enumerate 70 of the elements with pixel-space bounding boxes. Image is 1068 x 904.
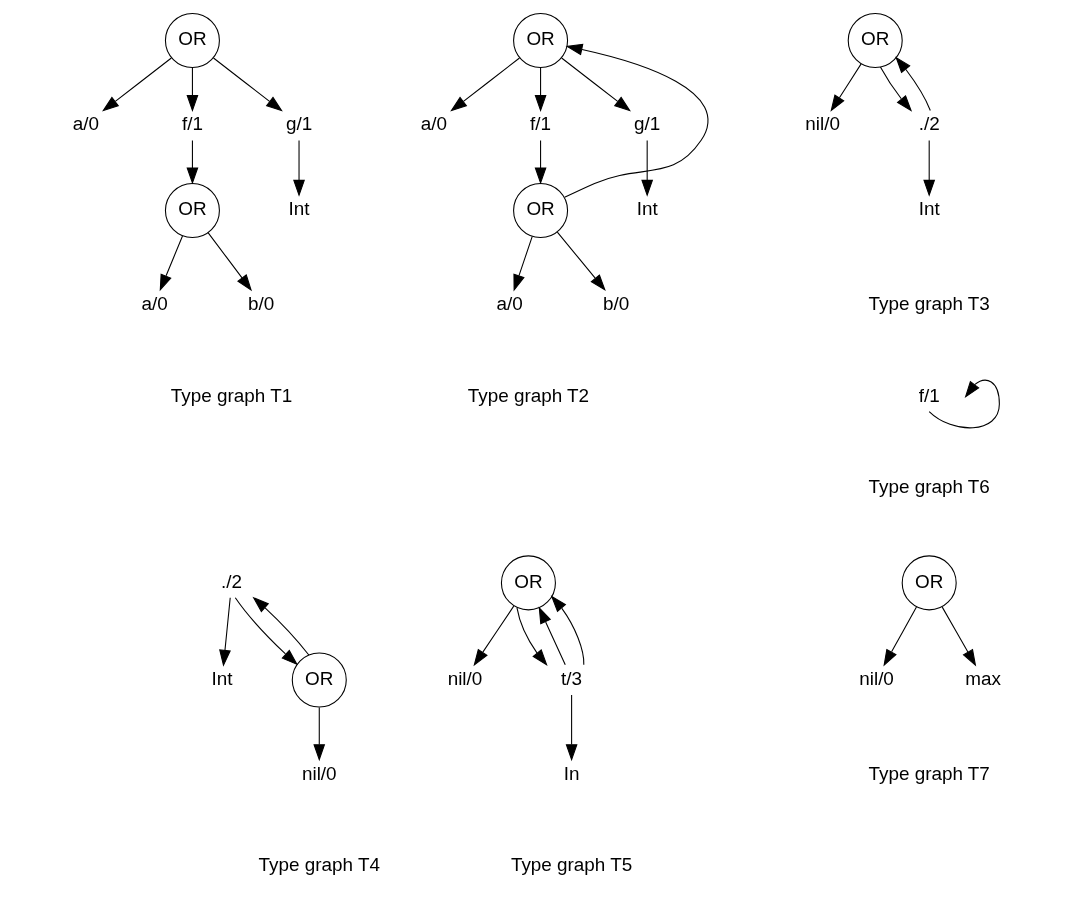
arrow <box>185 67 198 113</box>
node-circle: OR <box>291 652 347 708</box>
arrow <box>449 57 520 112</box>
node-text: b/0 <box>247 292 274 314</box>
node-circle: OR <box>901 555 957 611</box>
node-circle: OR <box>164 12 220 68</box>
label: Type graph T4 <box>258 854 380 876</box>
node-text: Int <box>288 198 310 220</box>
node-circle: OR <box>847 12 903 68</box>
arrow <box>515 607 548 666</box>
arrow <box>894 56 931 111</box>
node-text: ./2 <box>220 570 242 592</box>
arrow <box>922 139 935 197</box>
arrow <box>941 606 976 667</box>
node-text: f/1 <box>181 113 203 135</box>
arrow <box>207 232 252 292</box>
arrow <box>829 63 862 112</box>
node-text: Int <box>211 668 233 690</box>
arrow <box>534 139 547 185</box>
arrow <box>512 235 533 292</box>
label: Type graph T6 <box>868 476 990 498</box>
node-text: a/0 <box>72 113 99 135</box>
node-text: f/1 <box>529 113 551 135</box>
node-text: Int <box>918 198 940 220</box>
node-circle: OR <box>512 12 568 68</box>
node-text: a/0 <box>495 292 523 314</box>
label: Type graph T1 <box>170 384 292 406</box>
node-circle: OR <box>164 182 220 238</box>
node-text: a/0 <box>141 292 168 314</box>
arrow <box>640 139 653 197</box>
node-text: f/1 <box>918 384 940 406</box>
node-text: g/1 <box>633 113 660 135</box>
arrow <box>218 597 231 667</box>
arrow <box>234 597 298 666</box>
node-text: a/0 <box>420 113 447 135</box>
node-text: nil/0 <box>804 113 840 135</box>
node-text: t/3 <box>560 668 582 690</box>
node-text: Int <box>636 198 658 220</box>
arrow <box>292 139 305 197</box>
label: Type graph T7 <box>868 762 990 784</box>
arrow <box>159 235 183 292</box>
arrow <box>879 66 912 112</box>
arrow <box>538 606 566 666</box>
arrow <box>882 606 917 667</box>
node-text: b/0 <box>602 292 629 314</box>
arrow <box>560 57 631 112</box>
node-circle: OR <box>512 182 568 238</box>
arrow <box>251 596 309 656</box>
arrow <box>928 379 1000 429</box>
arrow <box>556 231 606 292</box>
arrow <box>534 67 547 113</box>
node-circle: OR <box>500 555 556 611</box>
arrow <box>212 57 283 112</box>
label: Type graph T3 <box>868 292 990 314</box>
node-text: g/1 <box>285 113 312 135</box>
node-text: nil/0 <box>858 668 894 690</box>
arrow <box>563 43 708 198</box>
node-text: nil/0 <box>301 762 337 784</box>
node-text: nil/0 <box>447 668 482 690</box>
arrow <box>101 57 172 112</box>
arrow <box>472 605 514 667</box>
label: Type graph T5 <box>510 854 632 876</box>
arrow <box>312 706 325 762</box>
node-text: In <box>563 762 579 784</box>
arrow <box>565 694 578 762</box>
node-text: ./2 <box>918 113 940 135</box>
arrow <box>185 139 198 185</box>
arrow <box>550 595 584 666</box>
node-text: max <box>964 668 1001 690</box>
label: Type graph T2 <box>467 384 589 406</box>
